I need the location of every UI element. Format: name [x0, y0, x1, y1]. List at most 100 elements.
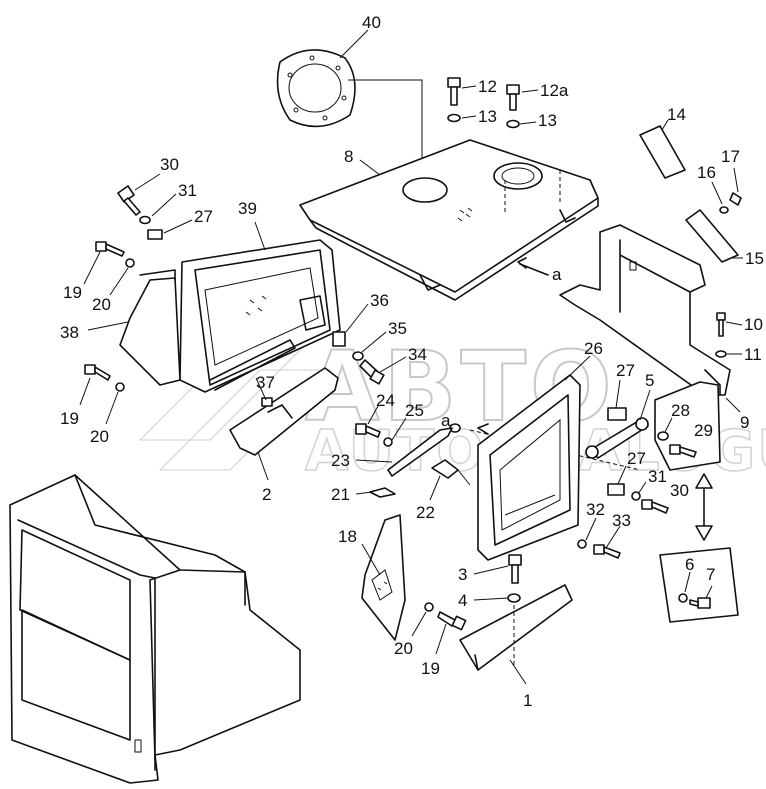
- svg-text:2: 2: [262, 485, 271, 504]
- svg-text:17: 17: [721, 147, 740, 166]
- washer-24: [383, 437, 393, 447]
- callout-12a: 12a: [521, 81, 569, 100]
- callout-22: 22: [416, 475, 441, 522]
- svg-text:13: 13: [538, 111, 557, 130]
- pin-21: [369, 487, 396, 498]
- callout-20-upper: 20: [92, 267, 129, 314]
- callout-3: 3: [458, 565, 509, 584]
- callout-29: 29: [694, 421, 713, 440]
- bolt-30-top: [117, 185, 141, 216]
- svg-text:25: 25: [405, 401, 424, 420]
- svg-text:33: 33: [612, 511, 631, 530]
- svg-text:a: a: [552, 265, 562, 284]
- washer-20-upper: [125, 258, 135, 268]
- callout-15: 15: [730, 249, 764, 268]
- svg-text:6: 6: [685, 555, 694, 574]
- callout-9: 9: [725, 397, 749, 432]
- callout-18: 18: [338, 527, 381, 576]
- callout-14: 14: [661, 105, 686, 131]
- svg-text:26: 26: [584, 339, 603, 358]
- callout-31-top: 31: [151, 181, 197, 217]
- rod-23: [387, 427, 453, 477]
- svg-text:a: a: [441, 411, 451, 430]
- arrow-a-head: [517, 257, 527, 269]
- svg-text:32: 32: [586, 500, 605, 519]
- bolt-33: [593, 544, 621, 559]
- washer-11: [715, 350, 727, 358]
- callout-27-lower: 27: [617, 449, 646, 485]
- washer-20-bottom: [424, 602, 434, 612]
- callout-a-mid: a: [441, 411, 451, 430]
- callout-30-mid: 30: [670, 481, 689, 500]
- svg-text:20: 20: [90, 427, 109, 446]
- svg-text:16: 16: [697, 163, 716, 182]
- svg-text:39: 39: [238, 199, 257, 218]
- svg-text:19: 19: [60, 409, 79, 428]
- callout-33: 33: [605, 511, 631, 549]
- svg-text:20: 20: [92, 295, 111, 314]
- washer-13-right: [506, 119, 520, 129]
- callout-17: 17: [721, 147, 740, 193]
- svg-text:19: 19: [421, 659, 440, 678]
- svg-text:28: 28: [671, 401, 690, 420]
- svg-text:21: 21: [331, 485, 350, 504]
- svg-text:9: 9: [740, 413, 749, 432]
- svg-text:36: 36: [370, 291, 389, 310]
- washer-4: [507, 593, 521, 603]
- svg-text:29: 29: [694, 421, 713, 440]
- callout-24: 24: [367, 391, 395, 425]
- callout-36: 36: [345, 291, 389, 333]
- callout-25: 25: [391, 401, 424, 441]
- top-cover-plate: [299, 139, 599, 301]
- lower-plate-2: [229, 367, 339, 456]
- clip-27-upper: [607, 407, 627, 421]
- svg-text:18: 18: [338, 527, 357, 546]
- svg-text:1: 1: [523, 691, 532, 710]
- svg-text:20: 20: [394, 639, 413, 658]
- leader-gasket: [348, 79, 423, 180]
- handle-5: [585, 417, 649, 459]
- callout-39: 39: [238, 199, 266, 251]
- bolt-24: [355, 423, 381, 438]
- callout-6: 6: [684, 555, 694, 593]
- callout-28: 28: [664, 401, 690, 433]
- svg-text:3: 3: [458, 565, 467, 584]
- clip-27-lower: [607, 483, 625, 496]
- clip-27-top: [147, 229, 163, 240]
- callout-20-bottom: 20: [394, 611, 427, 658]
- callout-38: 38: [60, 321, 129, 342]
- svg-text:15: 15: [745, 249, 764, 268]
- arrow-a-mid-head: [477, 423, 489, 435]
- svg-text:27: 27: [616, 361, 635, 380]
- callout-2: 2: [257, 451, 271, 504]
- callout-31-mid: 31: [637, 467, 667, 495]
- callout-32: 32: [585, 500, 605, 541]
- washer-16: [719, 206, 729, 214]
- callout-5: 5: [639, 371, 654, 421]
- svg-text:31: 31: [178, 181, 197, 200]
- bolt-3: [508, 554, 522, 584]
- bracket-36: [332, 331, 346, 347]
- washer-35: [352, 351, 364, 361]
- svg-text:13: 13: [478, 107, 497, 126]
- bolt-19-lower: [84, 364, 111, 381]
- washer-31-top: [139, 215, 151, 225]
- right-frame-bracket: [559, 224, 731, 396]
- callout-11: 11: [727, 345, 762, 364]
- callout-19-lower: 19: [60, 377, 91, 428]
- svg-text:30: 30: [160, 155, 179, 174]
- rear-panel: [179, 239, 341, 393]
- callout-35: 35: [361, 319, 407, 353]
- svg-text:5: 5: [645, 371, 654, 390]
- bolt-34: [359, 359, 385, 385]
- svg-text:23: 23: [331, 451, 350, 470]
- bolt-19-bottom: [437, 611, 467, 631]
- svg-text:10: 10: [744, 315, 763, 334]
- callout-13-right: 13: [519, 111, 557, 130]
- washer-20-lower: [115, 382, 125, 392]
- bolt-12: [447, 77, 461, 106]
- svg-text:31: 31: [648, 467, 667, 486]
- callout-21: 21: [331, 485, 373, 504]
- bolt-30-mid: [641, 499, 669, 514]
